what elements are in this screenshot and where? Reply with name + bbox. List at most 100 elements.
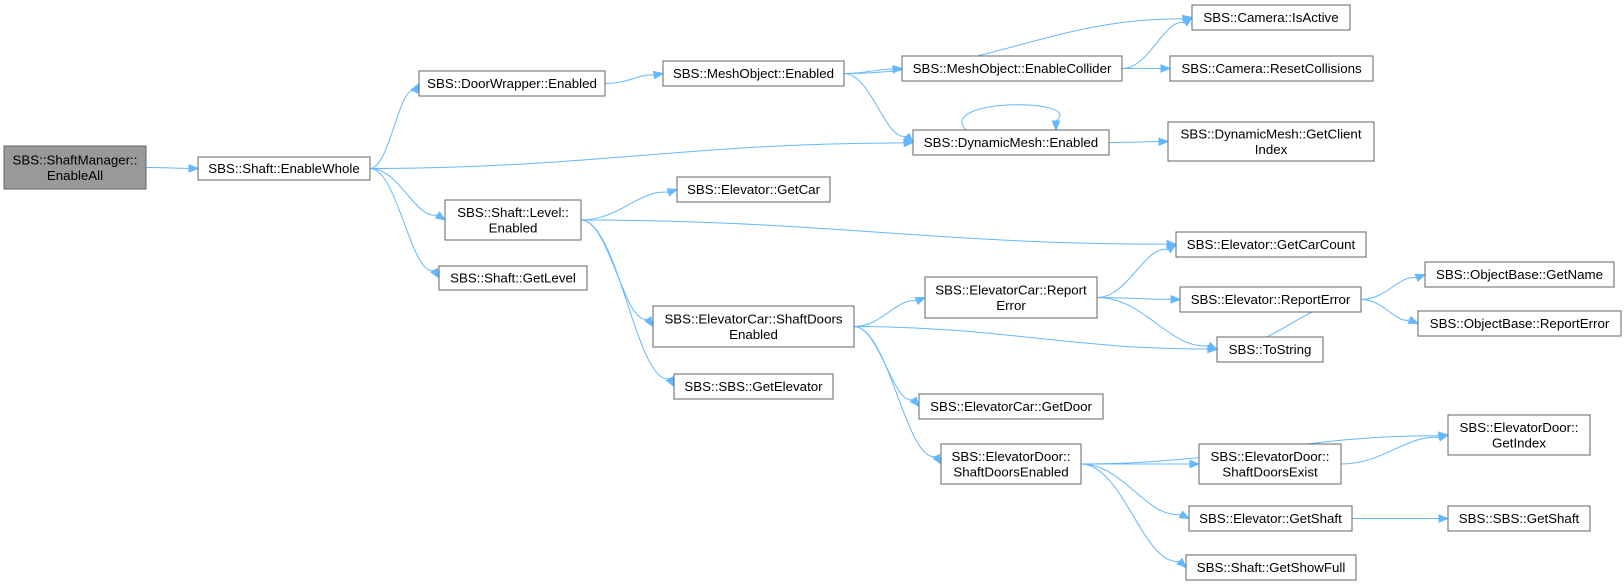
- edge-arrowhead: [1206, 341, 1219, 351]
- node-box: [1185, 554, 1357, 581]
- node-doorwrapper[interactable]: SBS::DoorWrapper::Enabled: [418, 70, 606, 97]
- edge-line: [853, 326, 914, 401]
- node-box: [1216, 336, 1324, 363]
- node-box: [918, 393, 1104, 420]
- edge-arrowhead: [644, 316, 654, 328]
- edge-dynenabled-to-getclientindex: [1108, 137, 1170, 146]
- node-label: Error: [996, 298, 1026, 313]
- node-getindex[interactable]: SBS::ElevatorDoor::GetIndex: [1447, 414, 1591, 456]
- node-isactive[interactable]: SBS::Camera::IsActive: [1191, 4, 1351, 31]
- node-box: [1191, 4, 1351, 31]
- edge-line: [853, 300, 917, 327]
- node-label: SBS::SBS::GetElevator: [684, 379, 823, 394]
- edge-arrowhead: [1189, 459, 1201, 469]
- node-dynenabled[interactable]: SBS::DynamicMesh::Enabled: [912, 129, 1110, 156]
- edge-line: [1340, 436, 1440, 465]
- node-getshowfull[interactable]: SBS::Shaft::GetShowFull: [1185, 554, 1357, 581]
- edge-arrowhead: [1160, 64, 1172, 73]
- edge-line: [369, 90, 415, 169]
- edge-arrowhead: [666, 188, 679, 197]
- node-getlevel[interactable]: SBS::Shaft::GetLevel: [438, 265, 588, 291]
- edge-reporterror_car-to-reporterror_elev: [1096, 294, 1182, 304]
- edge-line: [1096, 297, 1209, 347]
- node-reporterror_car[interactable]: SBS::ElevatorCar::ReportError: [924, 276, 1098, 319]
- edge-arrowhead: [652, 70, 665, 80]
- edge-line: [580, 219, 649, 320]
- node-box: [1447, 505, 1591, 532]
- node-box: [940, 443, 1082, 485]
- node-box: [1169, 55, 1374, 82]
- node-getname[interactable]: SBS::ObjectBase::GetName: [1424, 261, 1615, 288]
- edge-levelenabled-to-getcarcount: [580, 219, 1178, 249]
- node-getshaft_elev[interactable]: SBS::Elevator::GetShaft: [1188, 505, 1353, 532]
- node-doorshaftdoorsenabled[interactable]: SBS::ElevatorDoor::ShaftDoorsEnabled: [940, 443, 1082, 485]
- edge-line: [369, 142, 905, 169]
- node-tostring[interactable]: SBS::ToString: [1216, 336, 1324, 363]
- edge-line: [1121, 22, 1185, 69]
- node-label: ShaftDoorsExist: [1222, 464, 1318, 479]
- edge-line: [1108, 141, 1160, 143]
- edge-reporterror_elev-to-getname: [1360, 273, 1427, 300]
- node-label: SBS::DoorWrapper::Enabled: [427, 76, 597, 91]
- node-label: SBS::Elevator::GetShaft: [1199, 511, 1342, 526]
- node-label: SBS::Shaft::GetLevel: [450, 271, 576, 286]
- edge-arrowhead: [410, 82, 420, 94]
- edge-enablecollider-to-isactive: [1121, 16, 1194, 69]
- node-reporterror_obj[interactable]: SBS::ObjectBase::ReportError: [1417, 310, 1622, 337]
- node-getcarcount[interactable]: SBS::Elevator::GetCarCount: [1175, 231, 1367, 258]
- edge-arrowhead: [188, 163, 200, 173]
- node-resetcollisions[interactable]: SBS::Camera::ResetCollisions: [1169, 55, 1374, 82]
- node-label: SBS::ElevatorCar::GetDoor: [930, 399, 1092, 414]
- edge-arrowhead: [1414, 273, 1427, 282]
- node-getelevator[interactable]: SBS::SBS::GetElevator: [673, 373, 834, 400]
- node-box: [418, 70, 606, 97]
- node-box: [1167, 121, 1375, 162]
- edge-arrowhead: [1181, 16, 1194, 27]
- edge-levelenabled-to-getelevator: [580, 219, 675, 388]
- node-getcar[interactable]: SBS::Elevator::GetCar: [676, 176, 831, 203]
- node-label: SBS::ToString: [1229, 342, 1312, 357]
- edge-arrowhead: [1176, 557, 1187, 569]
- node-levelenabled[interactable]: SBS::Shaft::Level::Enabled: [444, 199, 582, 241]
- edge-arrowhead: [892, 64, 904, 74]
- node-label: SBS::Camera::ResetCollisions: [1181, 61, 1362, 76]
- edge-line: [369, 168, 438, 216]
- node-shaftdoorsexist[interactable]: SBS::ElevatorDoor::ShaftDoorsExist: [1198, 443, 1342, 485]
- node-label: EnableAll: [47, 168, 103, 183]
- node-label: SBS::Camera::IsActive: [1203, 10, 1338, 25]
- node-box: [673, 373, 834, 400]
- node-label: SBS::ObjectBase::GetName: [1436, 267, 1603, 282]
- node-enablecollider[interactable]: SBS::MeshObject::EnableCollider: [901, 55, 1123, 82]
- edge-line: [580, 191, 669, 221]
- node-getdoor[interactable]: SBS::ElevatorCar::GetDoor: [918, 393, 1104, 420]
- node-label: SBS::ElevatorDoor::: [1460, 420, 1579, 435]
- node-box: [444, 199, 582, 241]
- edge-doorshaftdoorsenabled-to-getshowfull: [1080, 463, 1187, 569]
- node-box: [1417, 310, 1622, 337]
- edge-dynenabled-to-dynenabled: [961, 104, 1061, 132]
- node-shaftdoorsenabled[interactable]: SBS::ElevatorCar::ShaftDoorsEnabled: [652, 305, 855, 348]
- node-enableall[interactable]: SBS::ShaftManager::EnableAll: [3, 145, 147, 190]
- edge-reporterror_car-to-getcarcount: [1096, 243, 1178, 298]
- node-label: Index: [1255, 142, 1288, 157]
- node-label: GetIndex: [1492, 435, 1546, 450]
- node-label: SBS::ObjectBase::ReportError: [1430, 316, 1610, 331]
- edge-arrowhead: [430, 267, 440, 280]
- node-box: [3, 145, 147, 190]
- node-enablewhole[interactable]: SBS::Shaft::EnableWhole: [197, 156, 371, 181]
- node-meshenabled[interactable]: SBS::MeshObject::Enabled: [662, 60, 845, 87]
- edge-shaftdoorsenabled-to-doorshaftdoorsenabled: [853, 326, 942, 466]
- node-label: SBS::DynamicMesh::Enabled: [924, 135, 1098, 150]
- node-label: Enabled: [729, 327, 778, 342]
- node-reporterror_elev[interactable]: SBS::Elevator::ReportError: [1179, 286, 1362, 313]
- node-box: [662, 60, 845, 87]
- node-getshaft_sbs[interactable]: SBS::SBS::GetShaft: [1447, 505, 1591, 532]
- node-label: SBS::Elevator::GetCar: [687, 182, 821, 197]
- edge-line: [604, 74, 655, 84]
- edge-getshaft_elev-to-getshaft_sbs: [1351, 514, 1450, 523]
- edge-arrowhead: [1170, 294, 1182, 304]
- edge-enablewhole-to-doorwrapper: [369, 82, 420, 169]
